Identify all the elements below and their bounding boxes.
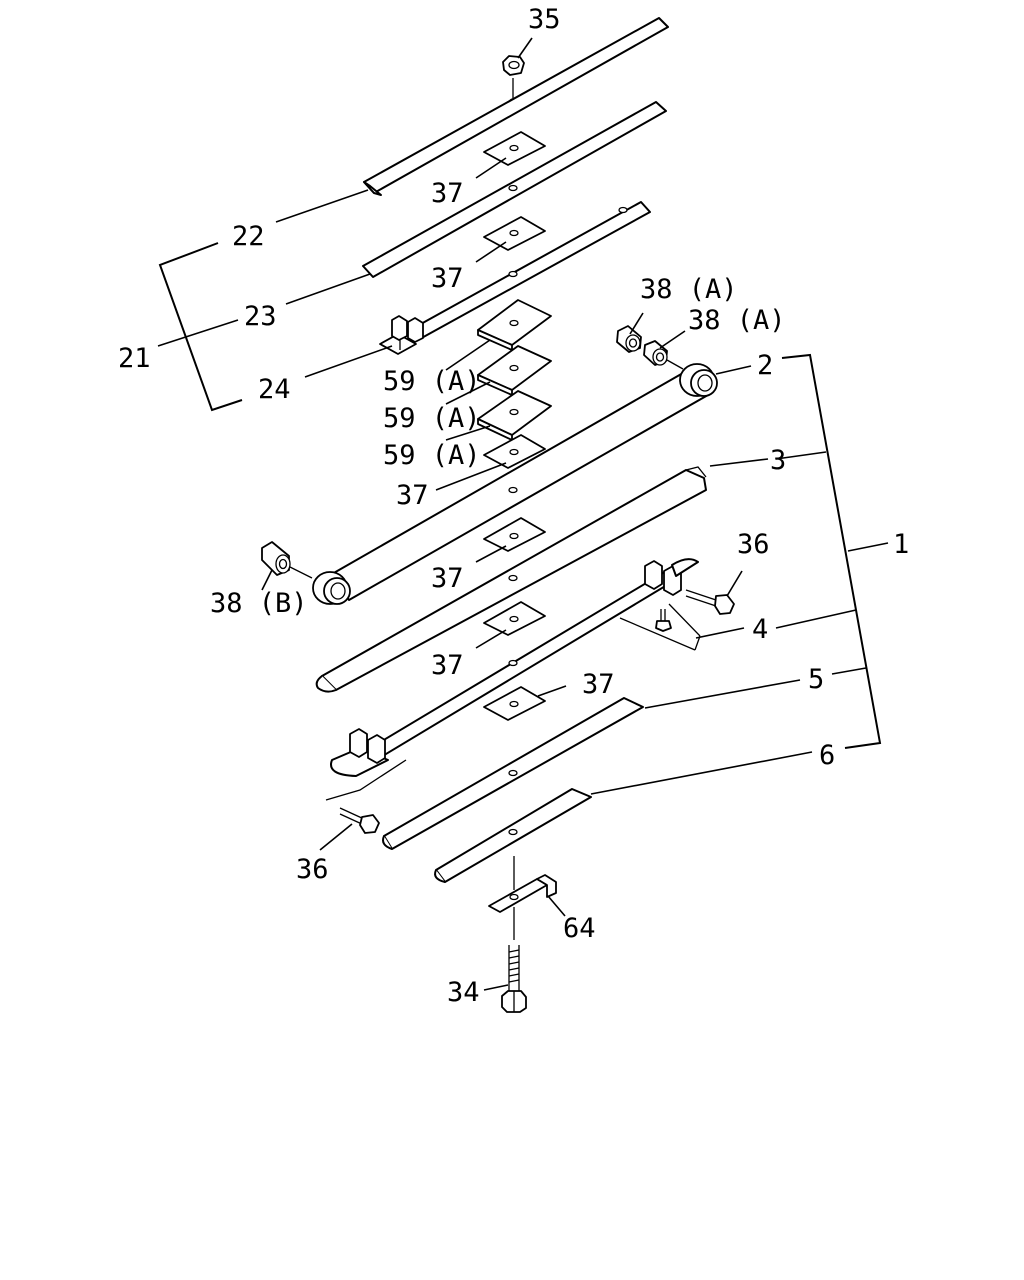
callout-labels: 35 37 22 37 23 21 24 38 (A) 38 (A) 2 59 … bbox=[118, 4, 909, 1008]
label-3: 3 bbox=[770, 445, 786, 476]
bracket-21 bbox=[158, 242, 243, 412]
leader-lines bbox=[157, 37, 813, 991]
plate-64 bbox=[488, 874, 557, 913]
label-6: 6 bbox=[819, 740, 835, 771]
label-2: 2 bbox=[757, 350, 773, 381]
label-36: 36 bbox=[296, 854, 329, 885]
leaf-22 bbox=[363, 17, 669, 196]
label-37: 37 bbox=[431, 650, 464, 681]
label-37: 37 bbox=[431, 263, 464, 294]
bolt-34 bbox=[501, 907, 527, 1013]
label-21: 21 bbox=[118, 343, 151, 374]
leaf-6 bbox=[434, 788, 592, 890]
label-59a-2: 59 (A) bbox=[383, 403, 481, 434]
label-38a-2: 38 (A) bbox=[688, 305, 786, 336]
label-59a-3: 59 (A) bbox=[383, 440, 481, 471]
label-1: 1 bbox=[893, 529, 909, 560]
label-4: 4 bbox=[752, 614, 768, 645]
label-37: 37 bbox=[582, 669, 615, 700]
bracket-1 bbox=[781, 353, 882, 749]
leaf-4 bbox=[325, 558, 701, 801]
label-37: 37 bbox=[431, 563, 464, 594]
label-34: 34 bbox=[447, 977, 480, 1008]
main-leaf-2 bbox=[312, 363, 718, 605]
brackets bbox=[158, 242, 889, 749]
label-37: 37 bbox=[431, 178, 464, 209]
leaf-24 bbox=[379, 201, 651, 355]
label-22: 22 bbox=[232, 221, 265, 252]
label-64: 64 bbox=[563, 913, 596, 944]
label-37: 37 bbox=[396, 480, 429, 511]
label-38a-1: 38 (A) bbox=[640, 274, 738, 305]
nut-35 bbox=[502, 55, 525, 104]
leaf-3 bbox=[315, 466, 707, 693]
bushings-38 bbox=[261, 325, 684, 579]
label-59a-1: 59 (A) bbox=[383, 366, 481, 397]
leaf-5 bbox=[382, 686, 644, 850]
label-38b: 38 (B) bbox=[210, 588, 308, 619]
label-23: 23 bbox=[244, 301, 277, 332]
label-5: 5 bbox=[808, 664, 824, 695]
spacers-59a bbox=[477, 299, 552, 441]
label-35: 35 bbox=[528, 4, 561, 35]
leaf-23 bbox=[362, 101, 667, 278]
label-24: 24 bbox=[258, 374, 291, 405]
label-36: 36 bbox=[737, 529, 770, 560]
bolts-36 bbox=[339, 589, 735, 834]
